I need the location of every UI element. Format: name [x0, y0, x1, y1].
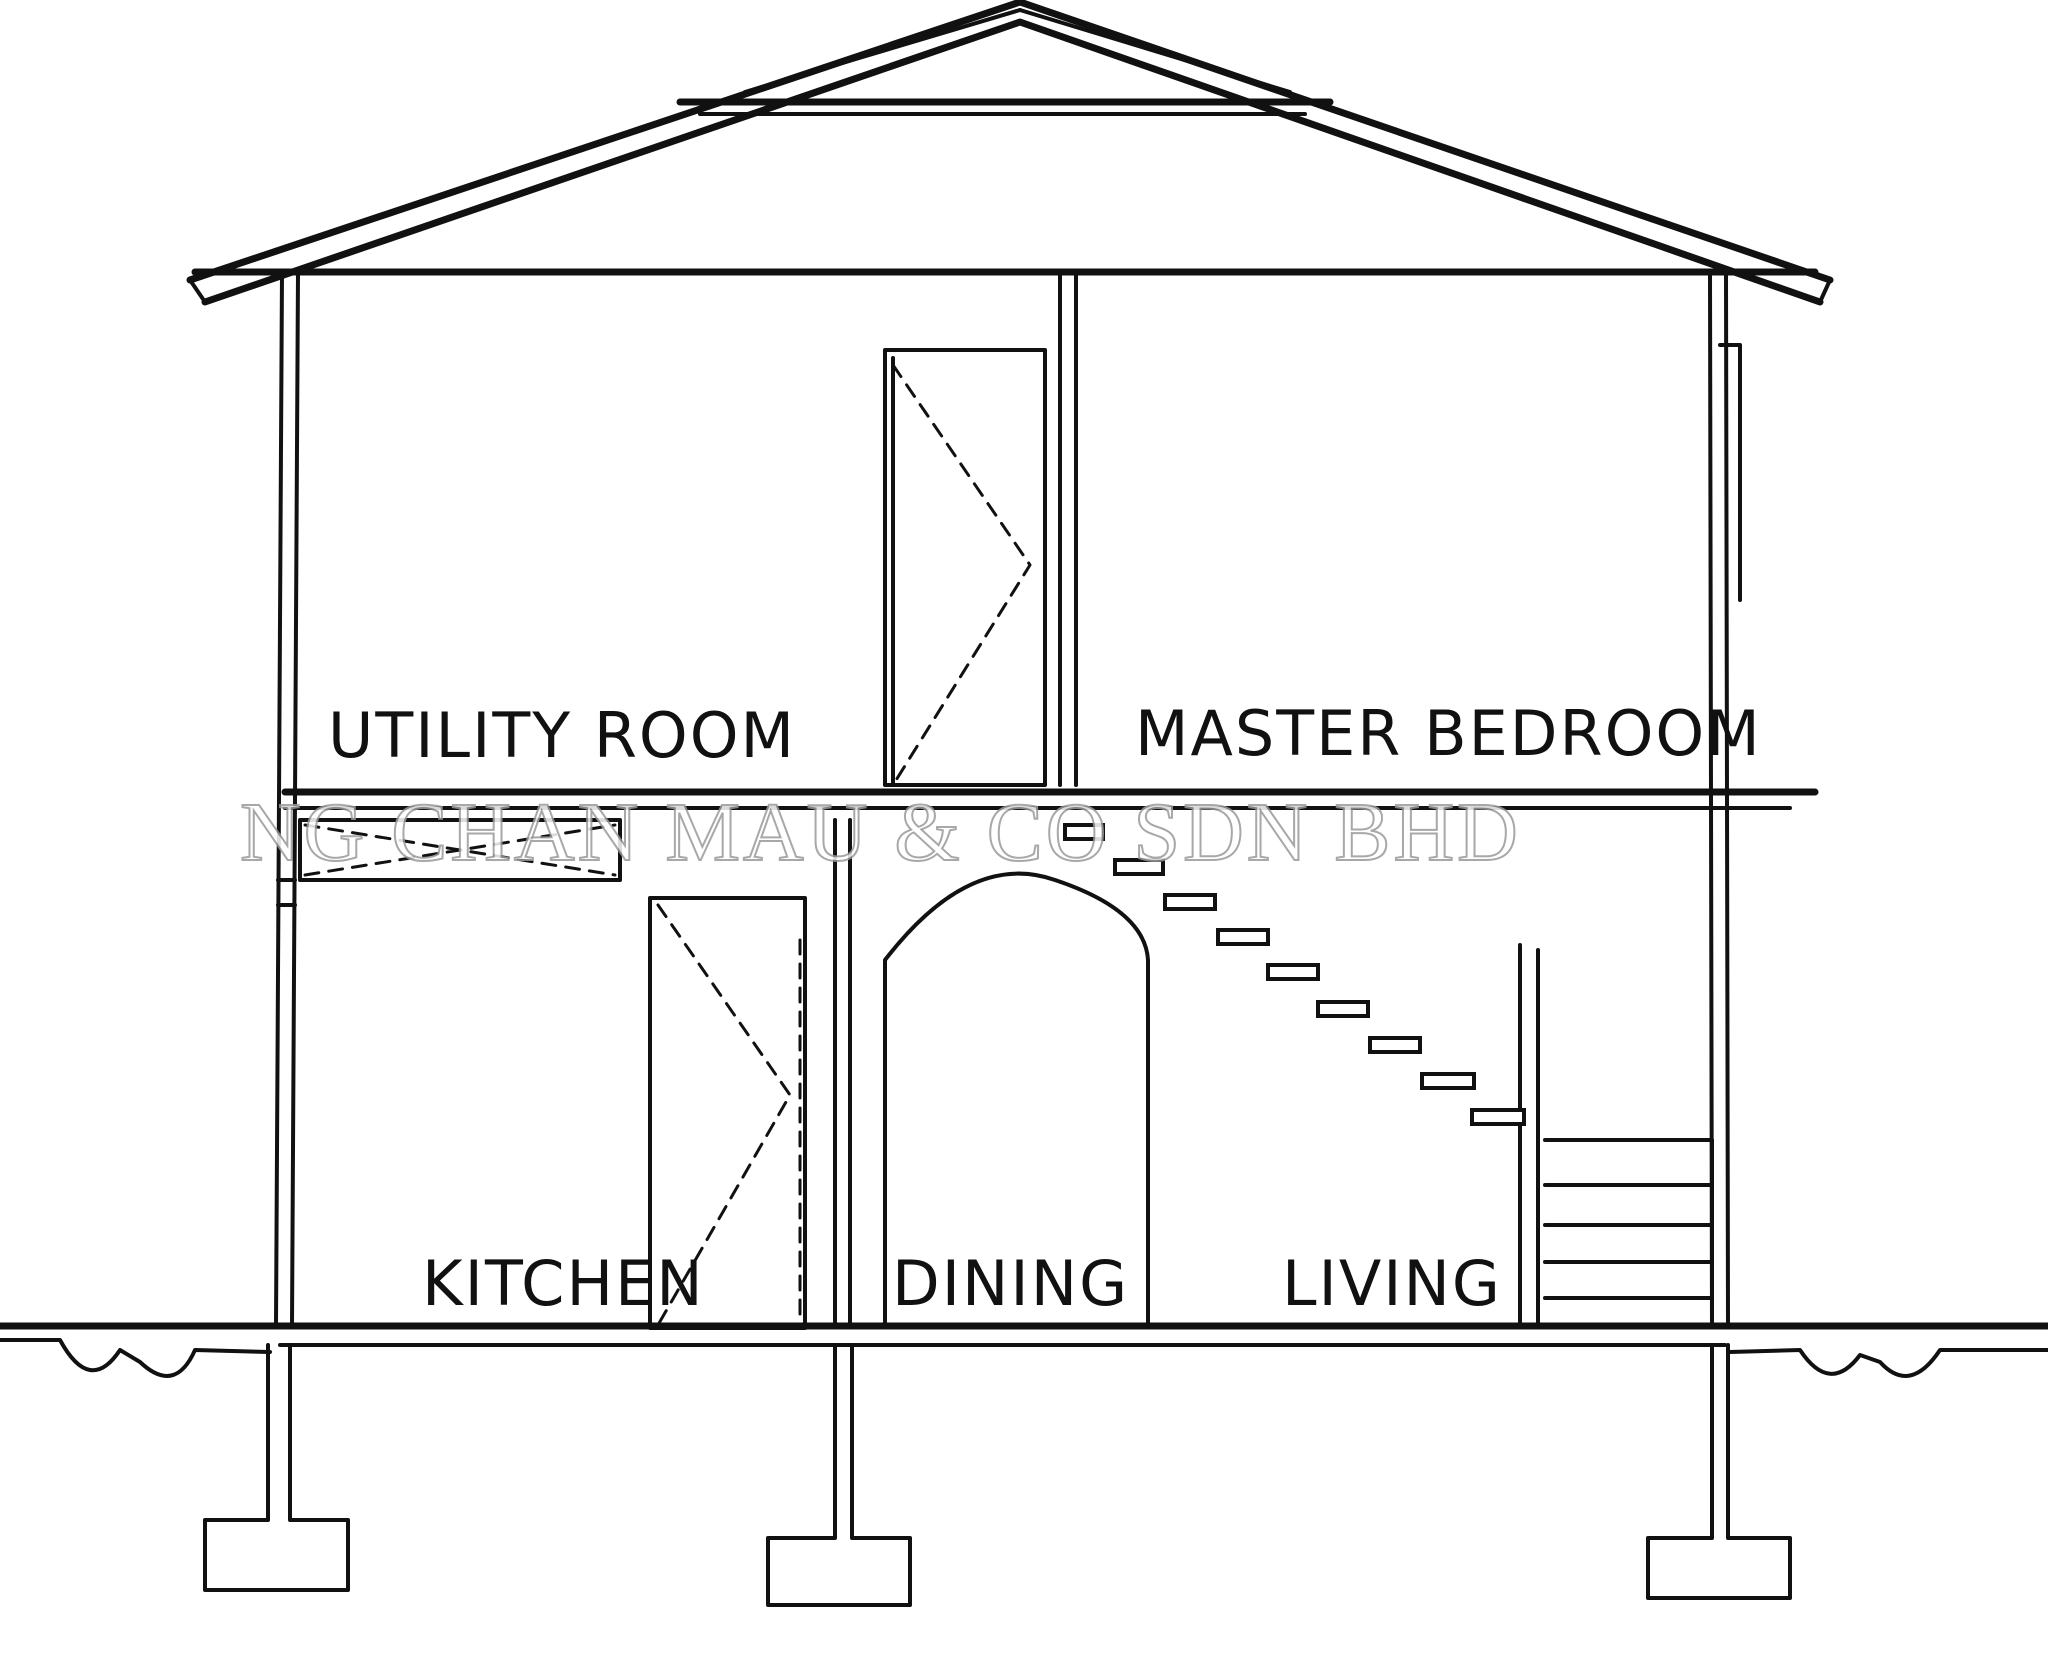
- kitchen-window: [298, 818, 622, 882]
- dining-arch: [883, 871, 1150, 1327]
- lower-partition-walls: [833, 818, 1540, 1327]
- first-floor-slab: [281, 788, 1819, 810]
- upper-partition-wall: [1058, 273, 1078, 787]
- ground-slab: [0, 1322, 2048, 1378]
- foundation-footings: [203, 1343, 1792, 1607]
- utility-room-label: UTILITY ROOM: [328, 699, 796, 772]
- dining-label: DINING: [892, 1247, 1129, 1320]
- entrance-steps: [1543, 1138, 1714, 1327]
- stair-treads: [1063, 823, 1526, 1126]
- master-bedroom-label: MASTER BEDROOM: [1135, 697, 1762, 770]
- upper-door: [883, 348, 1047, 787]
- watermark-text: NG CHAN MAU & CO SDN BHD: [240, 786, 1521, 879]
- living-label: LIVING: [1282, 1247, 1502, 1320]
- kitchen-label: KITCHEN: [422, 1247, 705, 1320]
- roof: [186, 0, 1834, 306]
